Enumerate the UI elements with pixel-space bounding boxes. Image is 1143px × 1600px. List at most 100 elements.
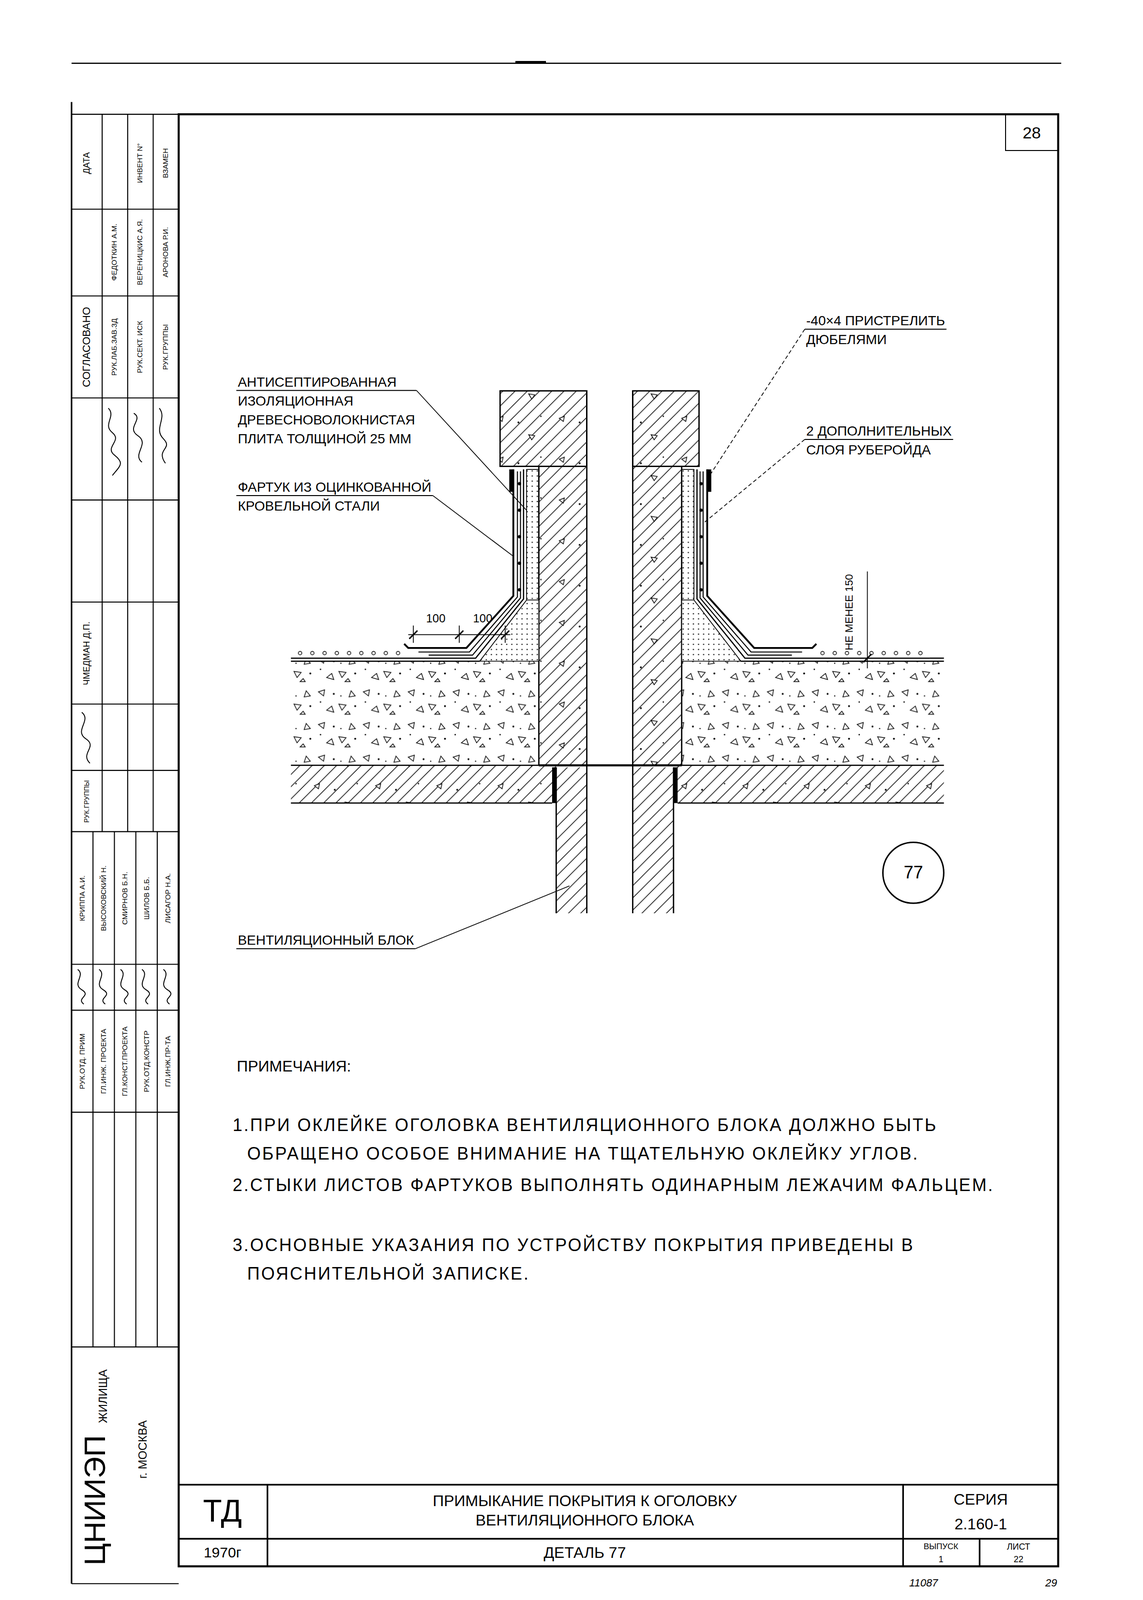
callout-underline	[236, 495, 433, 497]
leader-line	[432, 495, 513, 557]
block-wall	[539, 466, 587, 766]
detail-number: ДЕТАЛЬ 77	[543, 1543, 626, 1562]
gravel	[290, 648, 404, 658]
dimension-lines	[408, 571, 890, 669]
grout	[673, 767, 678, 804]
fiberboard	[526, 469, 539, 601]
sheet-label: ЛИСТ	[1007, 1541, 1031, 1552]
signature	[159, 407, 167, 464]
note-text: 1.ПРИ ОКЛЕЙКЕ ОГОЛОВКА ВЕНТИЛЯЦИОННОГО Б…	[232, 1110, 1041, 1168]
slab-section	[673, 765, 945, 803]
frame-line	[70, 102, 73, 1584]
insulation-layer	[290, 661, 944, 766]
title-block-grid	[178, 1484, 1058, 1567]
stamp-name: ЧМЕДМАН Д.П.	[81, 621, 92, 685]
dimension-text: 100	[425, 611, 446, 626]
flashing-assembly	[681, 469, 930, 662]
block-wall	[632, 466, 682, 766]
year: 1970г	[203, 1543, 242, 1561]
stamp-text: ДАТА	[81, 152, 92, 175]
frame-line	[71, 62, 1062, 64]
stamp-grid	[71, 114, 179, 1584]
leader-line	[704, 439, 805, 523]
grout	[552, 767, 557, 804]
signature	[108, 407, 121, 476]
block-cap	[499, 391, 587, 467]
material-callout: 2 ДОПОЛНИТЕЛЬНЫХ СЛОЯ РУБЕРОЙДА	[806, 421, 981, 460]
block-outline	[539, 391, 682, 914]
stamp-role: РУК.СЕКТ. ИСК	[135, 320, 144, 374]
page-number: 29	[1045, 1576, 1057, 1589]
fastener-callout: -40×4 ПРИСТРЕЛИТЬ ДЮБЕЛЯМИ	[806, 311, 981, 349]
callout-underline	[236, 947, 416, 949]
slab-section	[673, 765, 945, 803]
slab-section	[290, 765, 557, 803]
stamp-name: ФЕДОТКИН А.М.	[110, 223, 119, 281]
dimension-tick	[863, 653, 872, 662]
dimension-text: НЕ МЕНЕЕ 150	[842, 573, 856, 651]
note-text: 2.СТЫКИ ЛИСТОВ ФАРТУКОВ ВЫПОЛНЯТЬ ОДИНАР…	[232, 1170, 995, 1200]
document-code: ТД	[203, 1493, 242, 1530]
signature	[133, 413, 143, 463]
stamp-name: АРОНОВА Р.И.	[161, 226, 170, 278]
series-number: 2.160-1	[954, 1514, 1008, 1533]
roofing-layer	[428, 471, 521, 656]
stamp-role: РУК.ОТД.КОНСТР	[142, 1030, 151, 1093]
stamp-name: ЛИСАГОР Н.А.	[163, 872, 172, 923]
callout-circle	[883, 842, 945, 903]
steel-apron	[404, 469, 514, 648]
sheet-number-box: 28	[1005, 114, 1059, 151]
insulation-section	[290, 661, 539, 766]
dimension-line	[859, 571, 890, 669]
signatures	[77, 407, 172, 1004]
frame-mark	[515, 60, 546, 64]
leader-line	[415, 886, 570, 949]
archive-number: 11087	[909, 1576, 939, 1589]
leader-line	[708, 329, 805, 478]
signature	[163, 969, 172, 1005]
block-cap	[499, 391, 587, 467]
slab-outline	[290, 765, 944, 803]
series-label: СЕРИЯ	[953, 1490, 1008, 1509]
notes-heading: ПРИМЕЧАНИЯ:	[236, 1057, 351, 1076]
stamp-role: ГЛ.КОНСТ.ПРОЕКТА	[120, 1026, 130, 1097]
block-cap	[632, 391, 700, 467]
detail-callout-circle: 77	[881, 841, 946, 905]
insulation-section	[681, 661, 945, 766]
stamp-name: ВЫСОКОВСКИЙ Н.	[99, 865, 108, 932]
frame-border	[178, 114, 1058, 1566]
stamp-role: РУК.ЛАБ.ЗАВ.ЗД	[110, 318, 119, 376]
stamp-name: ШИЛОВ Б.Б.	[142, 876, 151, 920]
roofing-layer	[418, 471, 518, 652]
roofing-layer	[290, 469, 524, 659]
block-joint	[539, 764, 682, 767]
signature	[120, 969, 129, 1005]
block-wall	[632, 767, 674, 914]
roofing-layer	[929, 657, 945, 660]
dimension-line	[408, 625, 511, 643]
roof-slab	[290, 765, 944, 803]
block-cap	[632, 391, 700, 467]
stamp-role: ГЛ.ИНЖ. ПРОЕКТА	[99, 1028, 108, 1095]
insulation-outline	[290, 660, 944, 662]
block-wall	[539, 466, 587, 766]
signature	[77, 969, 86, 1005]
stamp-role: РУК.ГРУППЫ	[82, 780, 91, 823]
stamp-role: ГЛ.ИНЖ.ПР-ТА	[163, 1036, 172, 1087]
stamp-text: ИНВЕНТ N°	[135, 143, 144, 184]
signature	[141, 969, 150, 1005]
flashing-assembly	[290, 469, 539, 662]
stamp-text: ВЗАМЕН	[161, 148, 170, 179]
stamp-role: РУК.ОТД. ПРИМ	[77, 1033, 87, 1090]
stamp-name: СМИРНОВ Б.Н.	[120, 871, 130, 925]
signature	[81, 712, 91, 764]
issue-label: ВЫПУСК	[923, 1541, 959, 1552]
part-callout: ВЕНТИЛЯЦИОННЫЙ БЛОК	[237, 930, 414, 950]
slab-section	[290, 765, 557, 803]
sheet-number: 22	[1013, 1554, 1024, 1565]
sheet-frame	[71, 62, 1062, 1584]
stamp-role: РУК.ГРУППЫ	[161, 324, 170, 370]
